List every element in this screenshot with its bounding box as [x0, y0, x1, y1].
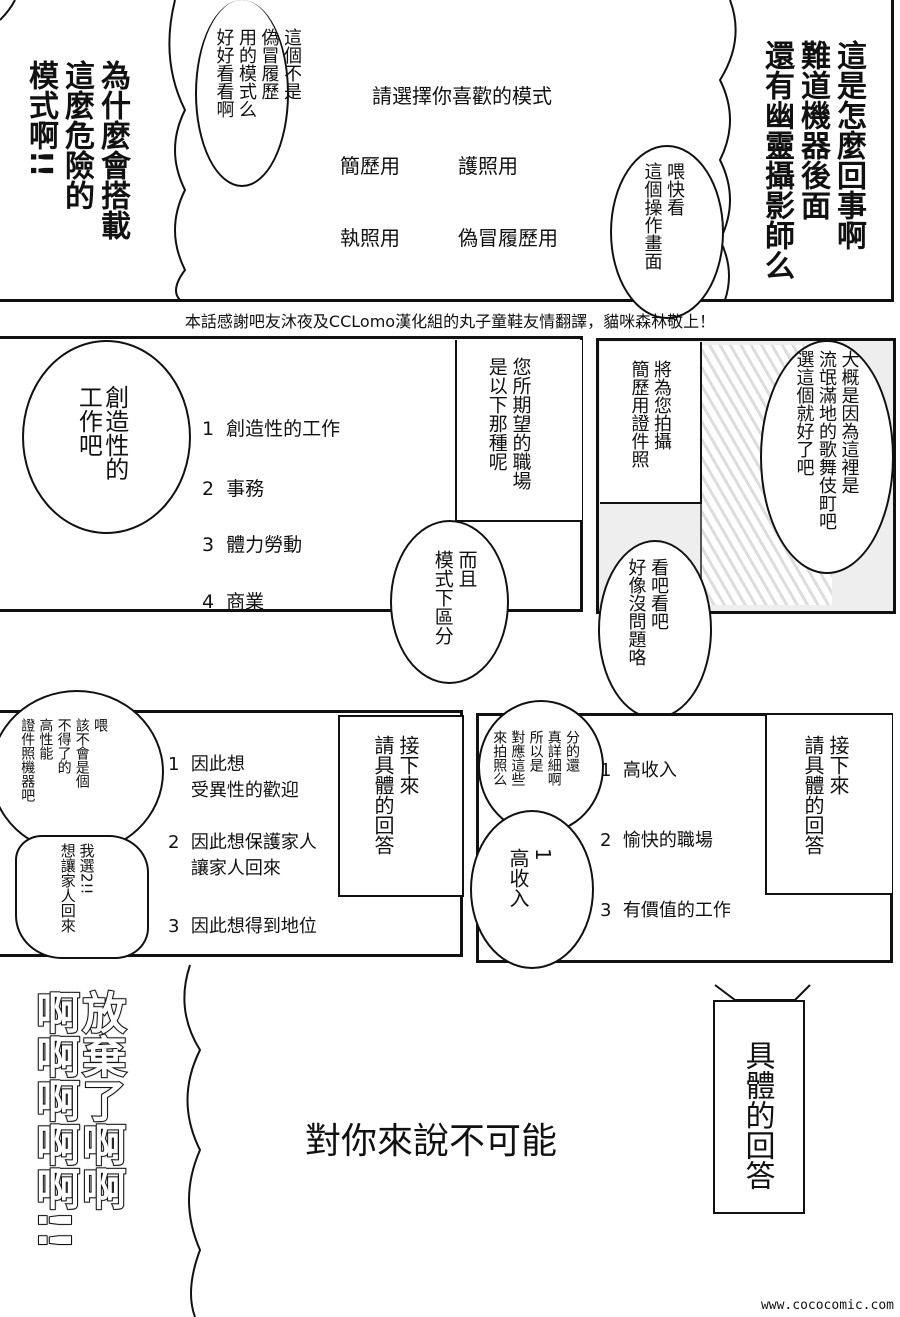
bubble-text: 分的還 真詳細啊 所以是 對應這些 來拍照么 [491, 730, 580, 786]
option-clerical[interactable]: 2 事務 [202, 478, 265, 500]
narration-box [455, 340, 582, 522]
option-business[interactable]: 4 商業 [202, 591, 265, 613]
panel-1 [0, 0, 894, 302]
screen-text-impossible: 對你來說不可能 [305, 1121, 558, 1162]
box-text: 您所期望的職場 是以下那種呢 [485, 357, 532, 490]
option-resume[interactable]: 簡歷用 [340, 154, 400, 178]
option-pleasant-workplace[interactable]: 2 愉快的職場 [600, 830, 713, 851]
bubble-text: 1 高收入 [506, 848, 555, 908]
option-valuable-work[interactable]: 3 有價值的工作 [600, 900, 731, 921]
shout-dangerous-mode: 為什麼會搭載 這麼危險的 模式啊!! [23, 60, 130, 240]
option-labor[interactable]: 3 體力勞動 [202, 534, 303, 556]
speech-bubble [195, 0, 289, 187]
bubble-text: 喂快看 這個操作畫面 [641, 162, 686, 270]
screen-title: 請選擇你喜歡的模式 [372, 84, 552, 108]
box-text: 具體的回答 [739, 1040, 775, 1190]
option-creative[interactable]: 1 創造性的工作 [202, 418, 341, 440]
option-high-income[interactable]: 1 高收入 [600, 760, 677, 781]
bubble-text: 看吧看吧 好像沒問題咯 [625, 558, 670, 666]
speech-bubble [0, 690, 164, 854]
speech-bubble [470, 810, 594, 969]
bubble-text: 喂 該不會是個 不得了的 高性能 證件照機器吧 [19, 718, 108, 802]
bubble-text: 大概是因為這裡是 流氓滿地的歌舞伎町吧 選這個就好了吧 [793, 350, 860, 530]
option-fake-resume[interactable]: 偽冒履歷用 [458, 226, 558, 250]
shout-ghost-photographer: 這是怎麼回事啊 難道機器後面 還有幽靈攝影師么 [759, 40, 866, 280]
shout-give-up: 放棄了啊啊 啊啊啊啊啊!! [27, 989, 126, 1251]
speech-bubble [390, 520, 509, 684]
option-passport[interactable]: 護照用 [458, 154, 518, 178]
box-text: 接下來 請具體的回答 [801, 735, 850, 855]
speech-bubble [760, 340, 894, 574]
narration-box [765, 715, 892, 895]
narration-box [338, 715, 464, 897]
option-family[interactable]: 2 因此想保護家人 讓家人回來 [168, 832, 317, 880]
translation-credit: 本話感謝吧友沐夜及CCLomo漢化組的丸子童鞋友情翻譯，貓咪森林敬上！ [184, 312, 716, 331]
bubble-text: 創造性的 工作吧 [74, 385, 129, 481]
bubble-text: 而且 模式下區分 [431, 550, 478, 645]
box-text: 接下來 請具體的回答 [371, 735, 420, 855]
bubble-text: 我選2!! 想讓家人回來 [58, 843, 96, 933]
option-status[interactable]: 3 因此想得到地位 [168, 916, 317, 937]
watermark: www.cococomic.com [760, 1298, 894, 1313]
bubble-text: 這個不是 偽冒履歷 用的模式么 好好看看啊 [213, 28, 303, 118]
jagged-bubble [15, 835, 149, 959]
narration-box [600, 342, 702, 504]
speech-bubble [22, 340, 191, 534]
box-text: 將為您拍攝 簡歷用證件照 [628, 360, 673, 468]
narration-box [713, 1000, 805, 1214]
speech-bubble [598, 540, 712, 719]
option-license[interactable]: 執照用 [340, 226, 400, 250]
option-opposite-sex[interactable]: 1 因此想 受異性的歡迎 [168, 754, 299, 802]
speech-bubble [610, 145, 724, 319]
